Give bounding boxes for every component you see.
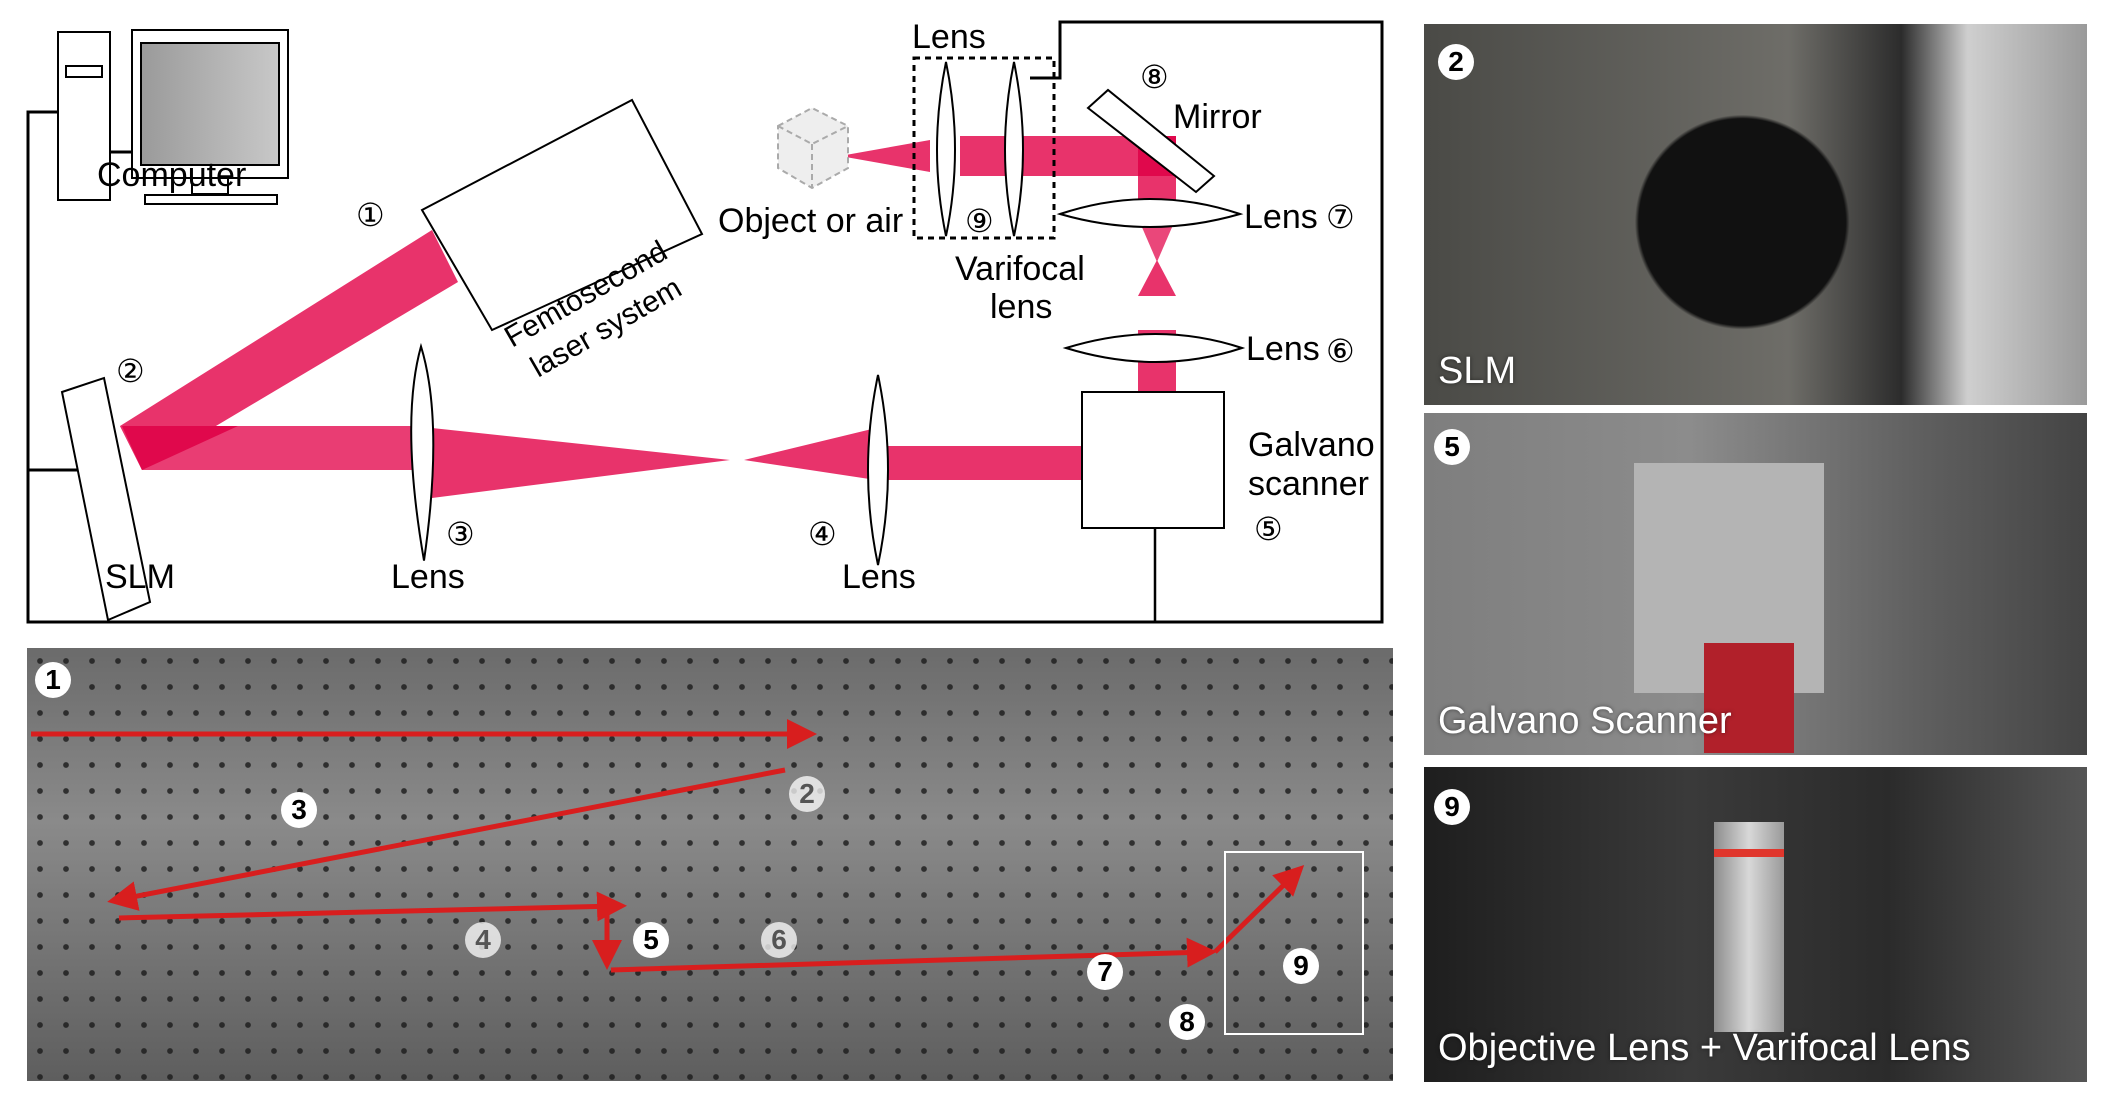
number-6: ⑥	[1326, 333, 1355, 369]
slm-photo: 2 SLM	[1424, 24, 2087, 405]
objective-red-band	[1714, 849, 1784, 857]
object-cube-icon	[777, 106, 849, 190]
photo-badge-6: 6	[761, 922, 797, 958]
lens-4	[867, 374, 889, 566]
lens-6-label: Lens	[1246, 330, 1320, 368]
beam-arrow-3-5	[118, 891, 627, 922]
number-7: ⑦	[1326, 199, 1355, 235]
photo-badge-8: 8	[1169, 1004, 1205, 1040]
galvano-photo: 5 Galvano Scanner	[1424, 413, 2087, 755]
photo-badge-9: 9	[1283, 948, 1319, 984]
photo-badge-2: 2	[789, 776, 825, 812]
control-wire-frame	[26, 20, 1384, 624]
object-label: Object or air	[718, 202, 903, 240]
number-1: ①	[356, 197, 385, 233]
slm-photo-caption: SLM	[1438, 350, 1517, 392]
galvano-motor-red	[1704, 643, 1794, 753]
lens-7-label: Lens	[1244, 198, 1318, 236]
photo-badge-1: 1	[35, 662, 71, 698]
slm-photo-badge: 2	[1438, 44, 1474, 80]
mirror-label: Mirror	[1173, 98, 1262, 136]
number-5: ⑤	[1254, 511, 1283, 547]
photo-badge-3: 3	[281, 792, 317, 828]
laser-box	[420, 98, 704, 332]
focus-box	[1224, 851, 1364, 1035]
galvano-label-line1: Galvano	[1248, 426, 1375, 464]
lens-3	[410, 342, 435, 561]
number-8: ⑧	[1140, 59, 1169, 95]
lens-7	[1056, 198, 1244, 228]
photo-badge-4: 4	[465, 922, 501, 958]
beam-path-overlay	[27, 648, 1393, 1081]
laser-beam	[120, 136, 1176, 498]
objective-photo-badge: 9	[1434, 789, 1470, 825]
objective-photo: 9 Objective Lens + Varifocal Lens	[1424, 767, 2087, 1082]
beam-arrow-8-9	[1213, 865, 1305, 954]
objective-photo-caption: Objective Lens + Varifocal Lens	[1438, 1027, 1971, 1069]
mirror	[1086, 88, 1216, 194]
galvano-box	[1081, 391, 1225, 529]
computer-icon	[57, 29, 289, 205]
slm-plate	[60, 376, 152, 622]
varifocal-group-box	[912, 56, 1056, 240]
varifocal-lens-b	[1004, 61, 1024, 237]
galvano-photo-caption: Galvano Scanner	[1438, 700, 1732, 742]
galvano-label-line2: scanner	[1248, 465, 1369, 503]
optical-table-photo: 1 2 3 4 5 6 7 8 9	[27, 648, 1393, 1081]
number-4: ④	[808, 516, 837, 552]
number-3: ③	[446, 516, 475, 552]
computer-label: Computer	[97, 156, 246, 194]
optical-schematic: Computer Femtosecond laser system ① ② SL…	[26, 18, 1384, 624]
varifocal-lens-a	[936, 61, 956, 237]
lens-top-label: Lens	[912, 18, 986, 56]
slm-label: SLM	[105, 558, 175, 596]
photo-badge-5: 5	[633, 922, 669, 958]
beam-arrow-2-3	[107, 767, 786, 911]
lens-4-label: Lens	[842, 558, 916, 596]
breadboard-holes	[27, 648, 1393, 1081]
lens-3-label: Lens	[391, 558, 465, 596]
lens-6	[1062, 333, 1246, 363]
number-2: ②	[116, 353, 145, 389]
number-9: ⑨	[965, 203, 994, 239]
varifocal-label-line2: lens	[990, 288, 1052, 326]
galvano-photo-badge: 5	[1434, 429, 1470, 465]
photo-badge-7: 7	[1087, 954, 1123, 990]
objective-lens-barrel	[1714, 822, 1784, 1032]
varifocal-label-line1: Varifocal	[955, 250, 1085, 288]
